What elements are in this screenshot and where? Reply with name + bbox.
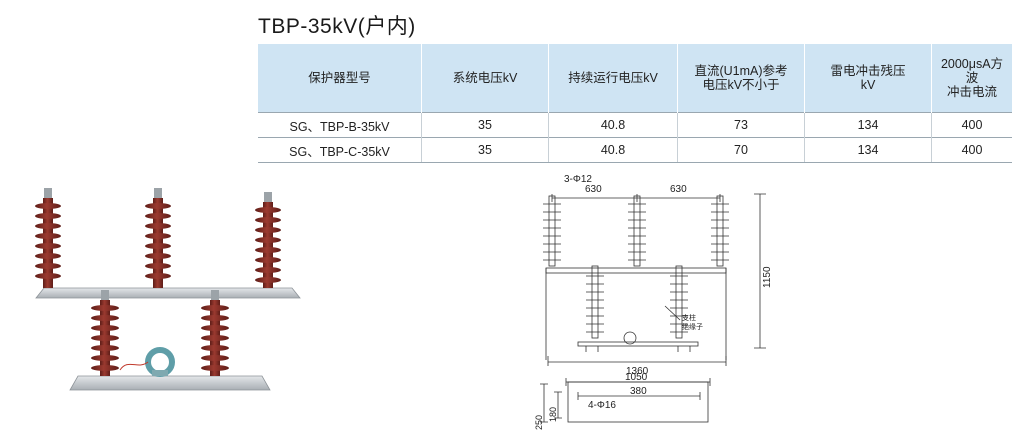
cell-continuous-voltage: 40.8 — [548, 112, 678, 138]
cell-lightning-residual: 134 — [804, 137, 932, 163]
insulator-top-middle — [145, 188, 171, 288]
label-base-inner: 380 — [630, 386, 647, 397]
drawing-insulator-bottom-right — [670, 265, 688, 339]
label-base-depth-outer: 250 — [534, 415, 544, 430]
cell-model: SG、TBP-C-35kV — [258, 137, 422, 163]
insulator-top-left — [35, 188, 61, 288]
label-base-depth-inner: 180 — [548, 407, 558, 422]
cell-square-wave: 400 — [931, 112, 1012, 138]
label-height: 1150 — [762, 266, 773, 288]
drawing-insulator-top-middle — [628, 195, 646, 267]
drawing-insulator-top-left — [543, 195, 561, 267]
dimension-drawing: 3-Φ12 630 630 1150 1360 支柱 绝缘子 1050 380 … — [534, 174, 773, 430]
insulator-bottom-left — [91, 290, 119, 376]
insulator-top-right — [255, 192, 281, 288]
header-system-voltage: 系统电压kV — [421, 44, 549, 113]
label-support-1: 支柱 — [682, 313, 696, 322]
cell-square-wave: 400 — [931, 137, 1012, 163]
label-spacing-right: 630 — [670, 184, 687, 195]
page-title: TBP-35kV(户内) — [258, 15, 416, 38]
table-row: SG、TBP-C-35kV 35 40.8 70 134 400 — [258, 137, 1012, 163]
header-continuous-voltage: 持续运行电压kV — [548, 44, 678, 113]
header-dc-reference: 直流(U1mA)参考电压kV不小于 — [677, 44, 805, 113]
cell-continuous-voltage: 40.8 — [548, 137, 678, 163]
header-model: 保护器型号 — [258, 44, 422, 113]
table-header-row: 保护器型号 系统电压kV 持续运行电压kV 直流(U1mA)参考电压kV不小于 … — [258, 44, 1012, 113]
cell-system-voltage: 35 — [421, 137, 549, 163]
drawing-insulator-bottom-left — [586, 265, 604, 339]
table-row: SG、TBP-B-35kV 35 40.8 73 134 400 — [258, 112, 1012, 138]
label-base-holes: 4-Φ16 — [588, 400, 616, 411]
insulator-bottom-right — [201, 290, 229, 376]
label-spacing-left: 630 — [585, 184, 602, 195]
product-photo — [35, 188, 301, 391]
cell-dc-reference: 70 — [677, 137, 805, 163]
spec-table: 保护器型号 系统电压kV 持续运行电压kV 直流(U1mA)参考电压kV不小于 … — [258, 44, 1012, 163]
cell-dc-reference: 73 — [677, 112, 805, 138]
cell-lightning-residual: 134 — [804, 112, 932, 138]
label-total-width: 1360 — [626, 366, 649, 377]
label-support-2: 绝缘子 — [682, 322, 703, 331]
counter-ring — [119, 347, 175, 377]
label-base-length: 1050 — [625, 372, 648, 383]
cell-system-voltage: 35 — [421, 112, 549, 138]
drawing-insulator-top-right — [711, 195, 729, 267]
label-holes-top: 3-Φ12 — [564, 174, 592, 185]
cell-model: SG、TBP-B-35kV — [258, 112, 422, 138]
header-square-wave: 2000μsA方波冲击电流 — [931, 44, 1012, 113]
